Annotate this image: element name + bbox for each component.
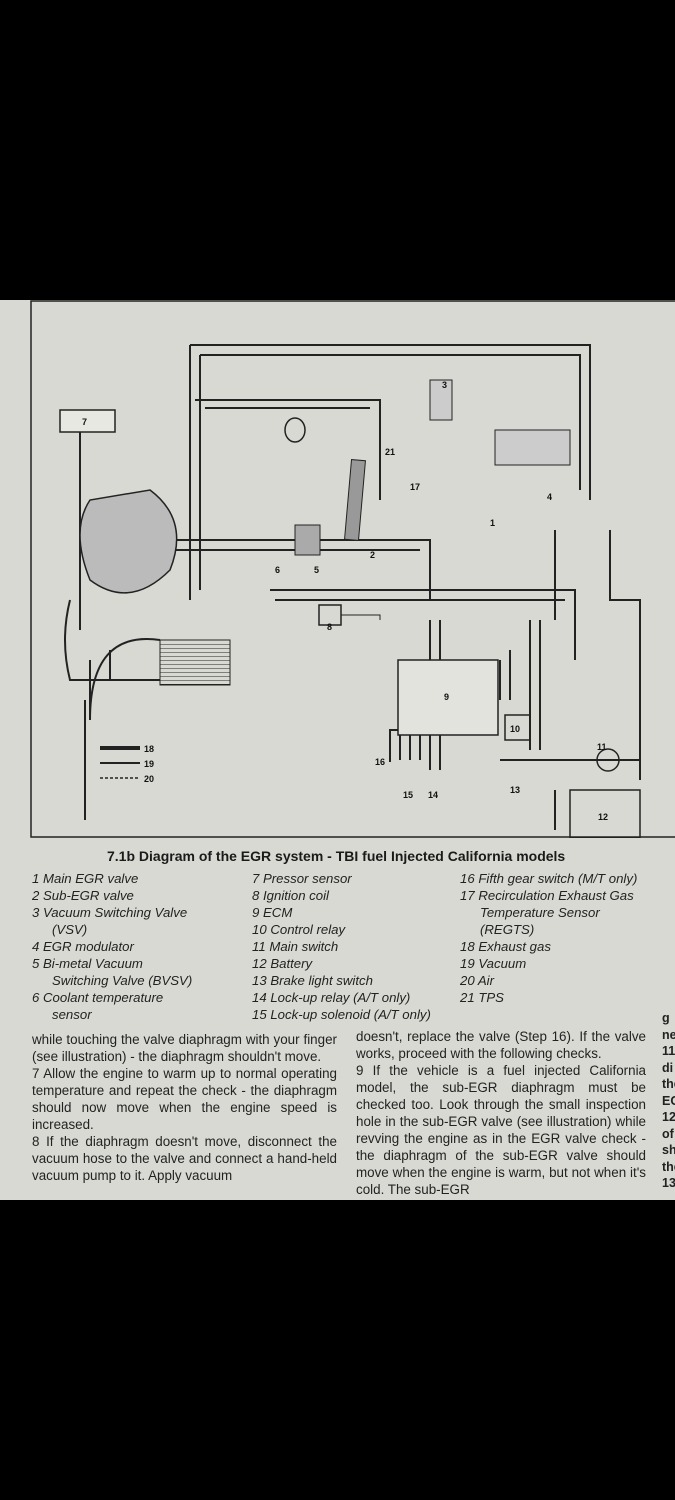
manual-page: 7 21 3 4 17 1 2 6 5 8 9 10 11 12 13 14 1… [0, 300, 675, 1200]
legend-20: 20 [144, 774, 154, 784]
legend-item: 11 Main switch [252, 939, 339, 954]
legend-item: Temperature Sensor [480, 905, 600, 920]
legend-item: 17 Recirculation Exhaust Gas [460, 888, 634, 903]
legend-item: 10 Control relay [252, 922, 346, 937]
fragment: of t [662, 1126, 675, 1141]
callout-21: 21 [385, 447, 395, 457]
text-column-1: while touching the valve diaphragm with … [32, 1031, 337, 1184]
callout-6: 6 [275, 565, 280, 575]
fragment: ne [662, 1027, 675, 1042]
text-column-2: doesn't, replace the valve (Step 16). If… [356, 1028, 646, 1198]
callout-4: 4 [547, 492, 552, 502]
legend-item: 20 Air [460, 973, 494, 988]
paragraph: 7 Allow the engine to warm up to normal … [32, 1066, 337, 1132]
fragment: 11 [662, 1044, 675, 1058]
legend-18: 18 [144, 744, 154, 754]
figure-caption: 7.1b Diagram of the EGR system - TBI fue… [107, 848, 566, 864]
legend-item: 6 Coolant temperature [32, 990, 164, 1005]
legend-item: 7 Pressor sensor [252, 871, 352, 886]
egr-system-diagram: 7 21 3 4 17 1 2 6 5 8 9 10 11 12 13 14 1… [30, 300, 675, 838]
callout-14: 14 [428, 790, 438, 800]
legend-item: 1 Main EGR valve [32, 871, 139, 886]
fragment: 12 [662, 1110, 675, 1124]
legend-item: 14 Lock-up relay (A/T only) [252, 990, 411, 1005]
paragraph: 8 If the diaphragm doesn't move, disconn… [32, 1134, 337, 1183]
callout-12: 12 [598, 812, 608, 822]
paragraph: while touching the valve diaphragm with … [32, 1032, 337, 1064]
legend-item: (VSV) [52, 922, 88, 937]
legend-item: 5 Bi-metal Vacuum [32, 956, 143, 971]
legend-item: 12 Battery [252, 956, 313, 971]
legend-item: 8 Ignition coil [252, 888, 329, 903]
legend-item: 4 EGR modulator [32, 939, 134, 954]
legend-item: 15 Lock-up solenoid (A/T only) [252, 1007, 431, 1022]
fragment: 13 [662, 1176, 675, 1190]
fragment: di [662, 1060, 674, 1075]
legend-item: 18 Exhaust gas [460, 939, 551, 954]
callout-15: 15 [403, 790, 413, 800]
callout-10: 10 [510, 724, 520, 734]
legend-item: 21 TPS [460, 990, 504, 1005]
legend-column-2: 7 Pressor sensor 8 Ignition coil 9 ECM 1… [252, 870, 431, 1023]
text-column-3-fragment: g ne 11 di the EG 12 of t sho the 13 [662, 1010, 675, 1192]
fragment: the [662, 1077, 675, 1091]
legend-item: sensor [52, 1007, 92, 1022]
legend-item: Switching Valve (BVSV) [52, 973, 193, 988]
legend-column-3: 16 Fifth gear switch (M/T only) 17 Recir… [460, 870, 637, 1006]
arrow-legend: 18 19 20 [100, 744, 154, 784]
callout-9: 9 [444, 692, 449, 702]
legend-item: 3 Vacuum Switching Valve [32, 905, 188, 920]
callout-17: 17 [410, 482, 420, 492]
legend-item: (REGTS) [480, 922, 535, 937]
paragraph: doesn't, replace the valve (Step 16). If… [356, 1029, 646, 1061]
callout-13: 13 [510, 785, 520, 795]
fragment: EG [662, 1093, 675, 1108]
callout-11: 11 [597, 742, 607, 752]
legend-19: 19 [144, 759, 154, 769]
legend-item: 19 Vacuum [460, 956, 527, 971]
callout-16: 16 [375, 757, 385, 767]
callout-5: 5 [314, 565, 319, 575]
legend-column-1: 1 Main EGR valve 2 Sub-EGR valve 3 Vacuu… [32, 870, 192, 1023]
legend-item: 16 Fifth gear switch (M/T only) [460, 871, 638, 886]
fragment: g [662, 1011, 670, 1025]
legend-item: 2 Sub-EGR valve [32, 888, 134, 903]
fragment: sho [662, 1143, 675, 1157]
callout-7: 7 [82, 417, 87, 427]
paragraph: 9 If the vehicle is a fuel injected Cali… [356, 1063, 646, 1197]
legend-item: 13 Brake light switch [252, 973, 373, 988]
legend-item: 9 ECM [252, 905, 293, 920]
callout-1: 1 [490, 518, 495, 528]
fragment: the [662, 1159, 675, 1174]
callout-8: 8 [327, 622, 332, 632]
callout-2: 2 [370, 550, 375, 560]
callout-3: 3 [442, 380, 447, 390]
